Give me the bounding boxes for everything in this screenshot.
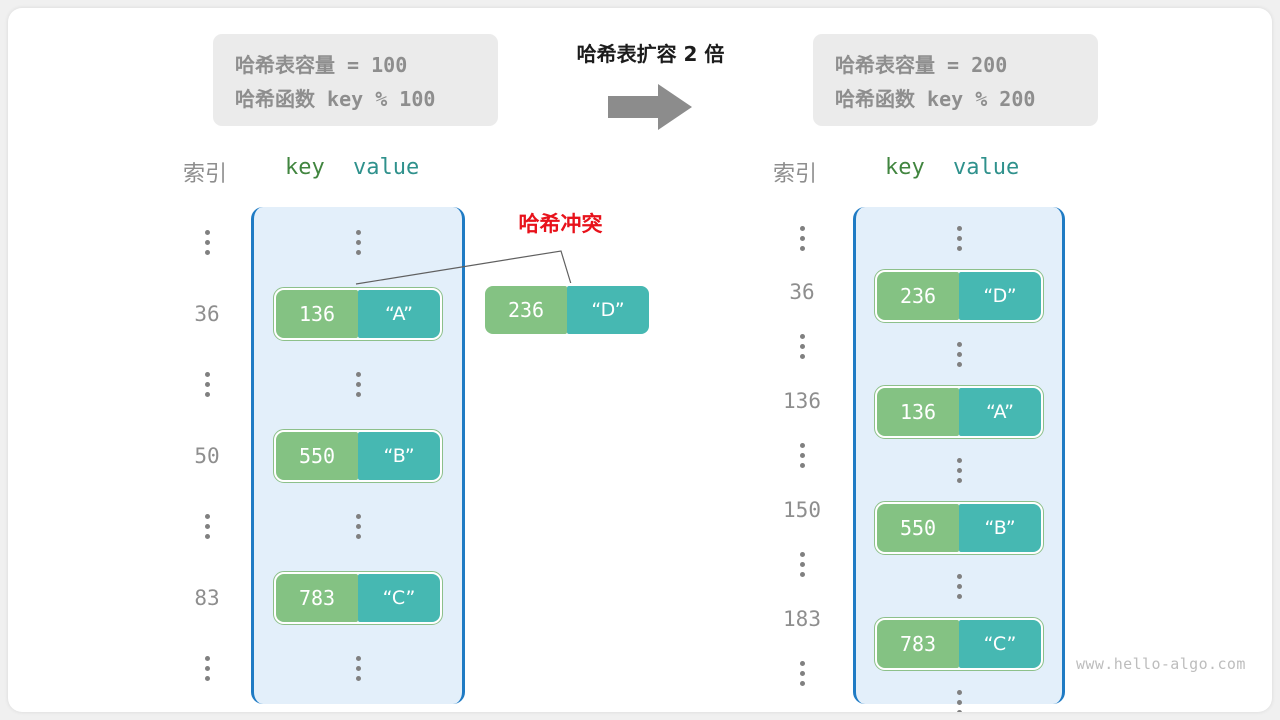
before-header-index: 索引: [183, 162, 228, 187]
kv-key: 550: [276, 431, 358, 480]
after-header-value: value: [953, 155, 1020, 180]
kv-key: 783: [877, 620, 959, 668]
after-capacity-line: 哈希表容量 = 200: [835, 53, 1008, 77]
after-bucket-row: [856, 207, 1062, 269]
before-index-label: 83: [194, 585, 220, 610]
after-index-ellipsis-icon: [799, 425, 805, 487]
before-bucket-ellipsis-icon: [355, 354, 361, 416]
collision-label: 哈希冲突: [518, 212, 603, 236]
before-index-ellipsis-icon: [204, 496, 210, 558]
after-bucket-row: [856, 323, 1062, 385]
kv-key: 783: [276, 573, 358, 622]
kv-value: “B”: [358, 431, 440, 480]
kv-value: “C”: [959, 620, 1041, 668]
after-index-label: [799, 642, 805, 704]
expand-caption: 哈希表扩容 2 倍: [576, 42, 725, 66]
after-bucket-row: 550“B”: [856, 501, 1062, 555]
kv-pair: 783“C”: [273, 570, 443, 625]
after-bucket-row: 783“C”: [856, 617, 1062, 671]
kv-pair: 783“C”: [874, 617, 1044, 671]
after-bucket-row: 136“A”: [856, 385, 1062, 439]
after-bucket-ellipsis-icon: [956, 323, 962, 385]
after-index-label: 183: [783, 606, 821, 631]
after-index-ellipsis-icon: [799, 207, 805, 269]
kv-value: “D”: [959, 272, 1041, 320]
before-index-ellipsis-icon: [204, 638, 210, 700]
before-bucket-ellipsis-icon: [355, 212, 361, 274]
before-index-column: 36 50 83: [168, 207, 246, 704]
before-hash-function-line: 哈希函数 key % 100: [235, 87, 436, 111]
kv-pair: 236“D”: [874, 269, 1044, 323]
kv-pair: 136“A”: [273, 286, 443, 341]
before-header-key: key: [285, 155, 325, 180]
after-bucket-ellipsis-icon: [956, 439, 962, 501]
kv-pair: 236 “D”: [482, 283, 652, 337]
after-bucket-ellipsis-icon: [956, 555, 962, 617]
after-index-label: 150: [783, 497, 821, 522]
diagram-canvas: 哈希表容量 = 100 哈希函数 key % 100 哈希表扩容 2 倍 哈希表…: [8, 8, 1272, 712]
right-arrow-icon: [608, 84, 692, 134]
after-bucket-row: [856, 671, 1062, 712]
after-index-label: [799, 316, 805, 378]
before-header-value: value: [353, 155, 420, 180]
before-hashtable-bucket-array: 136“A” 550“B” 783“C”: [251, 207, 465, 704]
after-index-ellipsis-icon: [799, 316, 805, 378]
kv-value: “D”: [567, 286, 649, 334]
before-bucket-row: 783“C”: [254, 567, 462, 629]
collision-pair: 236 “D”: [482, 283, 652, 337]
kv-pair: 550“B”: [874, 501, 1044, 555]
kv-pair: 550“B”: [273, 428, 443, 483]
after-hash-function-line: 哈希函数 key % 200: [835, 87, 1036, 111]
after-index-label: 136: [783, 389, 821, 414]
after-index-label: [799, 425, 805, 487]
after-bucket-row: [856, 555, 1062, 617]
after-index-label: [799, 533, 805, 595]
after-hashtable-bucket-array: 236“D” 136“A” 550“B” 783“C”: [853, 207, 1065, 712]
before-bucket-row: [254, 354, 462, 416]
before-index-label: [204, 354, 210, 416]
after-index-label: [799, 207, 805, 269]
after-header-index: 索引: [773, 162, 818, 187]
after-header-key: key: [885, 155, 925, 180]
before-bucket-ellipsis-icon: [355, 496, 361, 558]
before-capacity-line: 哈希表容量 = 100: [235, 53, 408, 77]
kv-value: “A”: [959, 388, 1041, 436]
before-bucket-row: 550“B”: [254, 425, 462, 487]
kv-key: 236: [877, 272, 959, 320]
kv-key: 136: [877, 388, 959, 436]
before-bucket-row: 136“A”: [254, 283, 462, 345]
before-index-label: [204, 212, 210, 274]
kv-value: “B”: [959, 504, 1041, 552]
after-index-label: 36: [789, 280, 815, 305]
after-bucket-row: [856, 439, 1062, 501]
before-bucket-ellipsis-icon: [355, 638, 361, 700]
before-bucket-row: [254, 496, 462, 558]
before-bucket-row: [254, 638, 462, 700]
kv-pair: 136“A”: [874, 385, 1044, 439]
kv-value: “C”: [358, 573, 440, 622]
after-bucket-ellipsis-icon: [956, 207, 962, 269]
before-bucket-row: [254, 212, 462, 274]
after-index-ellipsis-icon: [799, 642, 805, 704]
before-index-label: [204, 638, 210, 700]
before-index-label: [204, 496, 210, 558]
before-index-ellipsis-icon: [204, 354, 210, 416]
after-bucket-row: 236“D”: [856, 269, 1062, 323]
before-hashtable-info-box: 哈希表容量 = 100 哈希函数 key % 100: [213, 34, 498, 126]
before-index-label: 36: [194, 301, 220, 326]
before-index-label: 50: [194, 443, 220, 468]
kv-key: 236: [485, 286, 567, 334]
after-bucket-ellipsis-icon: [956, 671, 962, 712]
kv-key: 136: [276, 289, 358, 338]
after-index-column: 36 136 150 183: [760, 207, 844, 704]
watermark: www.hello-algo.com: [1076, 655, 1246, 673]
after-hashtable-info-box: 哈希表容量 = 200 哈希函数 key % 200: [813, 34, 1098, 126]
before-index-ellipsis-icon: [204, 212, 210, 274]
collision-leader-line: [355, 250, 572, 285]
kv-value: “A”: [358, 289, 440, 338]
kv-key: 550: [877, 504, 959, 552]
after-index-ellipsis-icon: [799, 533, 805, 595]
